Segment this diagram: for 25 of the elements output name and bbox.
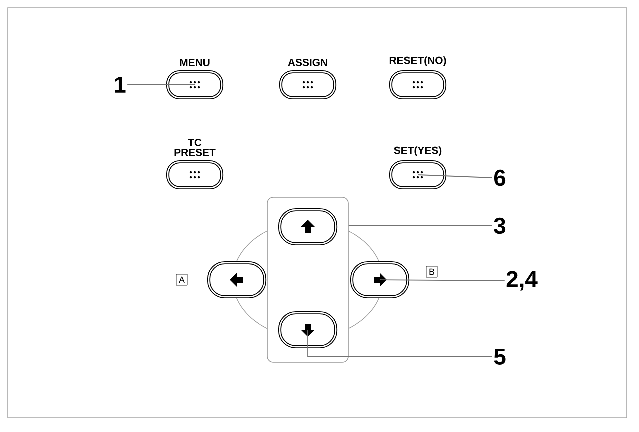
node-label: SET(YES) [394, 146, 442, 156]
arrow-button [350, 261, 410, 299]
labeled-button: MENU [166, 59, 224, 100]
callout-number: 6 [494, 170, 506, 186]
arrow-button [207, 261, 267, 299]
labeled-button: TC PRESET [166, 139, 224, 190]
node-label: TC PRESET [174, 138, 216, 156]
callout-number: 1 [115, 77, 126, 93]
leader-line [127, 84, 196, 86]
node-label: RESET(NO) [390, 56, 446, 66]
leader-line [308, 330, 493, 358]
callout-number: 5 [494, 349, 506, 365]
labeled-button: SET(YES) [389, 146, 447, 190]
node-label: MENU [180, 59, 210, 66]
callout-number: 3 [494, 218, 506, 234]
labeled-button: ASSIGN [279, 58, 337, 100]
leader-line [380, 280, 506, 282]
node-label: ASSIGN [288, 58, 328, 66]
arrow-button [278, 208, 338, 246]
callout-number: 2,4 [506, 271, 538, 291]
leader-line [418, 174, 493, 178]
letter-tag: A [176, 274, 188, 286]
arrow-button [278, 311, 338, 349]
labeled-button: RESET(NO) [389, 56, 447, 100]
letter-tag: B [426, 266, 438, 278]
